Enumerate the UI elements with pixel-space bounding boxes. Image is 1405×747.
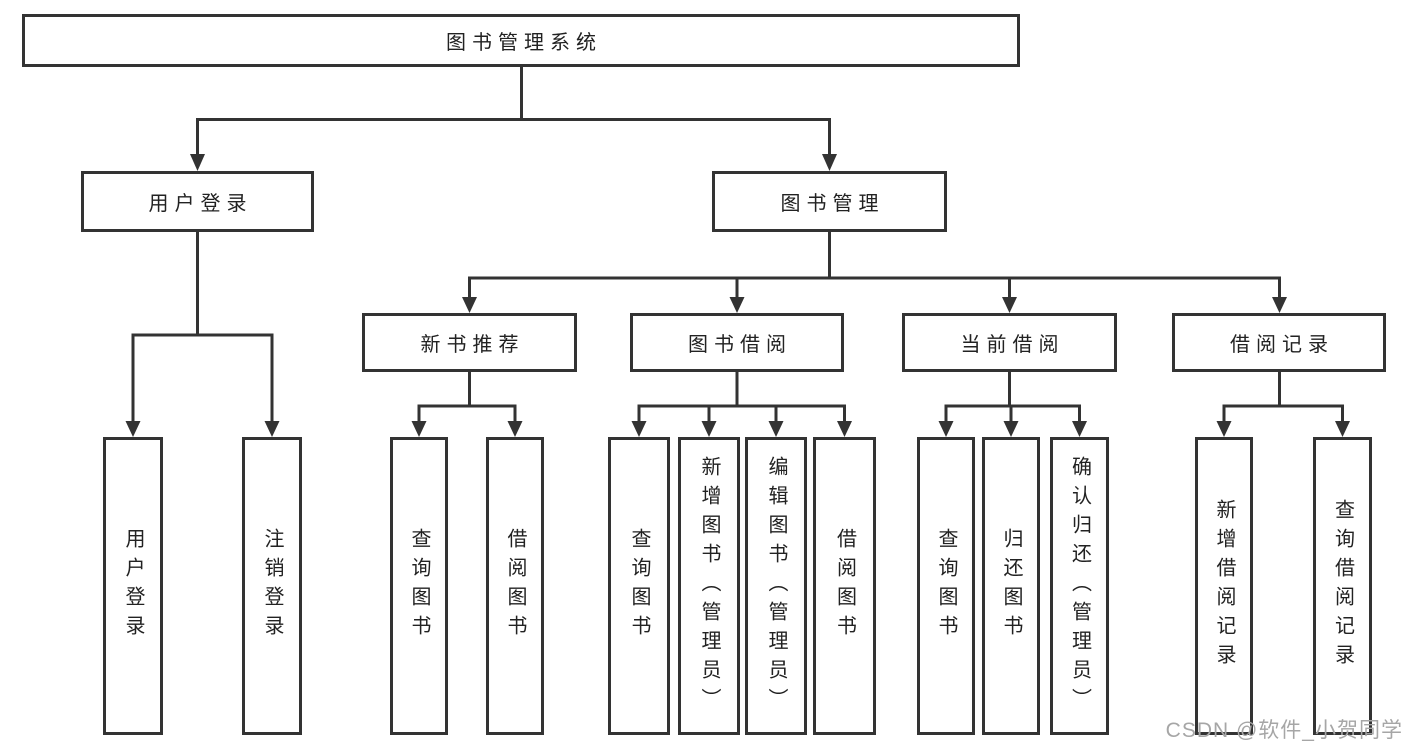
leaf-query-books-2-label: 查询图书 (628, 528, 650, 644)
leaf-borrow-books-1: 借阅图书 (486, 437, 544, 735)
leaf-logout-label: 注销登录 (261, 528, 283, 644)
node-user-login-label: 用户登录 (148, 193, 253, 215)
leaf-borrow-books-2: 借阅图书 (813, 437, 876, 735)
leaf-edit-book-admin-label: 编辑图书（管理员） (765, 455, 787, 717)
leaf-borrow-books-2-label: 借阅图书 (833, 528, 856, 644)
leaf-query-books-3: 查询图书 (917, 437, 975, 735)
csdn-watermark: CSDN @软件_小贺同学 (1165, 719, 1403, 742)
leaf-confirm-return-admin-label: 确认归还（管理员） (1068, 455, 1091, 717)
leaf-confirm-return-admin: 确认归还（管理员） (1050, 437, 1109, 735)
connector-newbook-to-leaves (411, 371, 523, 437)
leaf-borrow-books-1-label: 借阅图书 (504, 528, 526, 644)
node-book-borrow: 图书借阅 (630, 313, 844, 372)
root-box-label: 图书管理系统 (446, 32, 602, 54)
node-borrow-records: 借阅记录 (1172, 313, 1386, 372)
leaf-logout: 注销登录 (242, 437, 302, 735)
leaf-query-borrow-record: 查询借阅记录 (1313, 437, 1372, 735)
leaf-query-borrow-record-label: 查询借阅记录 (1331, 499, 1354, 673)
connector-records-to-leaves (1216, 371, 1350, 437)
connector-current-to-leaves (938, 371, 1087, 437)
connector-root-to-level2 (190, 66, 837, 171)
node-current-borrow-label: 当前借阅 (960, 334, 1065, 356)
connector-mgmt-to-level3 (462, 232, 1287, 313)
leaf-edit-book-admin: 编辑图书（管理员） (745, 437, 807, 735)
leaf-user-login: 用户登录 (103, 437, 163, 735)
leaf-return-books: 归还图书 (982, 437, 1040, 735)
node-new-book-recommend: 新书推荐 (362, 313, 577, 372)
leaf-add-book-admin: 新增图书（管理员） (678, 437, 740, 735)
leaf-add-borrow-record: 新增借阅记录 (1195, 437, 1253, 735)
leaf-add-borrow-record-label: 新增借阅记录 (1213, 499, 1235, 673)
node-book-management-label: 图书管理 (780, 193, 885, 215)
leaf-add-book-admin-label: 新增图书（管理员） (698, 455, 720, 717)
leaf-return-books-label: 归还图书 (1000, 528, 1022, 644)
leaf-query-books-1-label: 查询图书 (408, 528, 430, 644)
node-new-book-recommend-label: 新书推荐 (420, 334, 525, 356)
node-user-login: 用户登录 (81, 171, 314, 232)
leaf-query-books-1: 查询图书 (390, 437, 448, 735)
root-box-library-system: 图书管理系统 (22, 14, 1020, 67)
leaf-query-books-2: 查询图书 (608, 437, 670, 735)
leaf-user-login-label: 用户登录 (122, 528, 144, 644)
leaf-query-books-3-label: 查询图书 (935, 528, 957, 644)
connector-login-to-leaves (125, 232, 280, 437)
connector-borrow-to-leaves (631, 371, 852, 437)
node-borrow-records-label: 借阅记录 (1230, 334, 1334, 356)
node-book-borrow-label: 图书借阅 (688, 334, 792, 356)
node-book-management: 图书管理 (712, 171, 947, 232)
node-current-borrow: 当前借阅 (902, 313, 1117, 372)
